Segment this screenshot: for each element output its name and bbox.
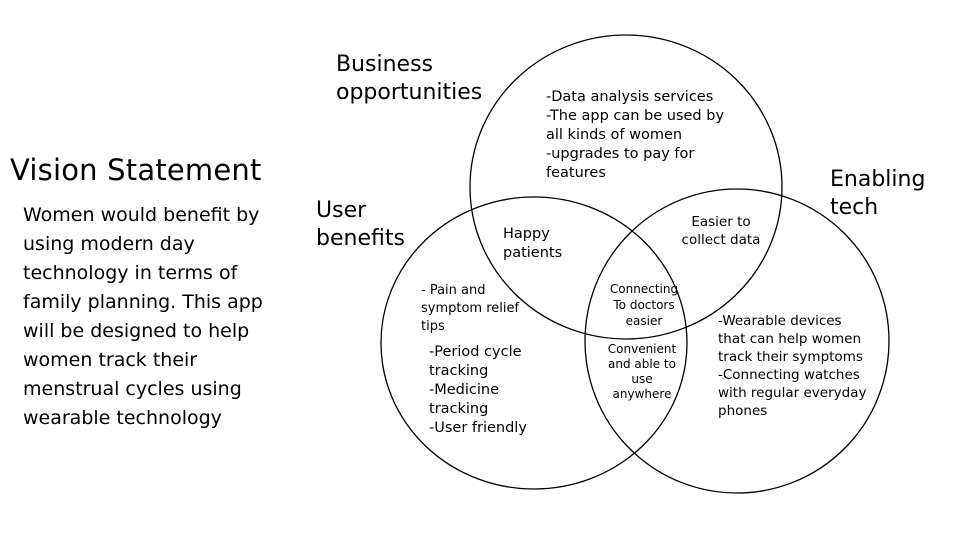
region-line: symptom relief	[421, 301, 520, 316]
vision-body: Women would benefit by using modern day …	[23, 201, 263, 433]
region-line: and able to	[608, 357, 676, 371]
vision-line: family planning. This app	[23, 291, 263, 313]
region-line: features	[546, 165, 606, 181]
region-line: - Pain and	[421, 283, 486, 298]
vision-title: Vision Statement	[10, 153, 262, 187]
region-line: with regular everyday	[718, 385, 867, 401]
region-line: -Period cycle	[429, 344, 522, 360]
business-circle	[469, 34, 783, 340]
center-region: Connecting To doctors easier	[596, 281, 692, 329]
region-line: tips	[421, 319, 445, 334]
region-line: Happy	[503, 226, 550, 242]
tech-label: Enabling tech	[830, 166, 925, 222]
region-line: -Medicine	[429, 382, 500, 398]
user-circle	[380, 196, 688, 490]
region-line: tracking	[429, 363, 489, 379]
tech-circle	[584, 188, 890, 494]
region-line: Convenient	[607, 342, 677, 356]
region-line: -Wearable devices	[718, 313, 842, 329]
user-tech-region: Convenient and able to use anywhere	[596, 342, 688, 402]
region-line: -User friendly	[429, 420, 527, 436]
region-line: anywhere	[612, 387, 672, 401]
user-label-line: benefits	[316, 226, 405, 251]
region-line: Easier to	[691, 214, 751, 230]
business-label-line: Business	[336, 52, 434, 77]
vision-line: women track their	[23, 349, 198, 371]
business-only-region: -Data analysis services -The app can be …	[546, 88, 724, 183]
tech-label-line: Enabling	[830, 167, 926, 192]
business-label: Business opportunities	[336, 51, 482, 107]
vision-line: Women would benefit by	[23, 204, 260, 226]
tech-only-region: -Wearable devices that can help women tr…	[718, 312, 866, 420]
region-line: phones	[718, 403, 768, 419]
region-line: easier	[625, 314, 663, 328]
tech-label-line: tech	[830, 195, 879, 220]
vision-line: using modern day	[23, 233, 195, 255]
region-line: -upgrades to pay for	[546, 146, 695, 162]
region-line: tracking	[429, 401, 489, 417]
region-line: all kinds of women	[546, 127, 683, 143]
user-only-region-features: -Period cycle tracking -Medicine trackin…	[429, 343, 527, 438]
user-business-region: Happy patients	[503, 225, 562, 263]
vision-line: wearable technology	[23, 407, 222, 429]
business-tech-region: Easier to collect data	[671, 213, 771, 249]
region-line: patients	[503, 245, 563, 261]
region-line: track their symptoms	[718, 349, 863, 365]
business-label-line: opportunities	[336, 80, 483, 105]
user-only-region-tips: - Pain and symptom relief tips	[421, 282, 519, 336]
vision-line: technology in terms of	[23, 262, 238, 284]
region-line: Connecting	[609, 282, 679, 296]
vision-line: will be designed to help	[23, 320, 250, 342]
user-label: User benefits	[316, 197, 405, 253]
region-line: use	[631, 372, 653, 386]
region-line: To doctors	[613, 298, 675, 312]
region-line: -Data analysis services	[546, 89, 714, 105]
region-line: -The app can be used by	[546, 108, 725, 124]
region-line: -Connecting watches	[718, 367, 860, 383]
user-label-line: User	[316, 198, 367, 223]
vision-line: menstrual cycles using	[23, 378, 242, 400]
region-line: that can help women	[718, 331, 862, 347]
region-line: collect data	[681, 232, 761, 248]
